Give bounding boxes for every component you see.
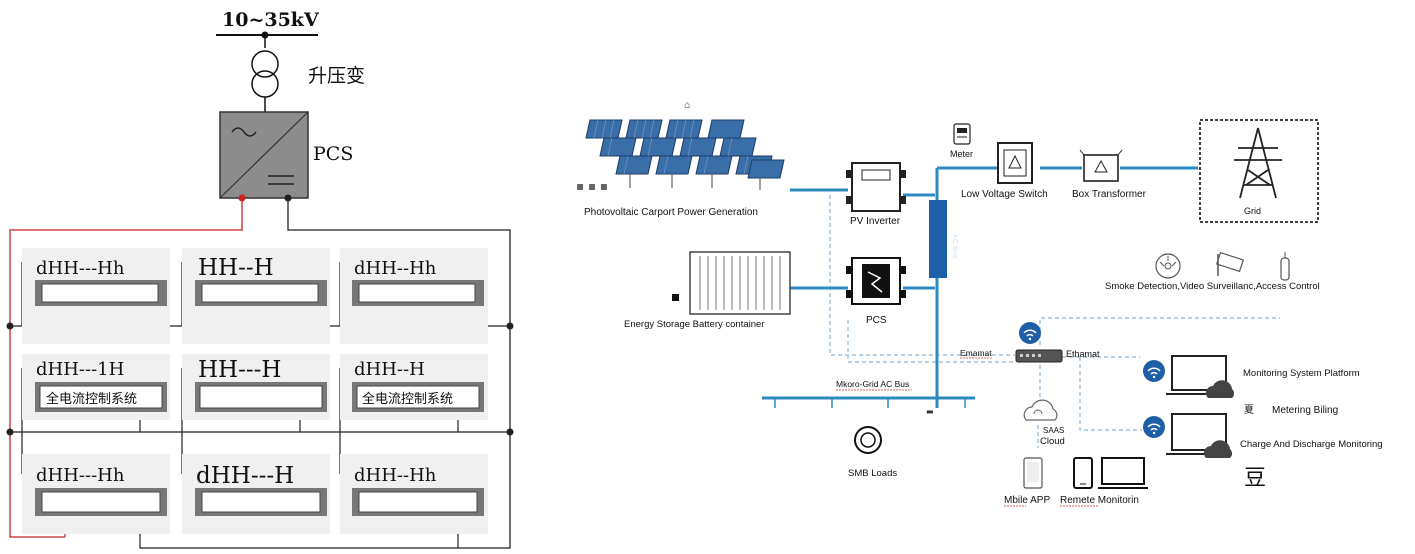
switch-icon	[997, 142, 1033, 184]
control-system-label: 全电流控制系统	[46, 391, 137, 407]
storage-label: Energy Storage Battery container	[624, 319, 764, 330]
battery-cluster-label: dHH---Hh	[36, 258, 125, 279]
battery-row-2: dHH---1H HH---H dHH--H 全电流控制系统 全电流控制系统	[22, 354, 488, 420]
ac-bus-vertical-label: AC Bus	[951, 234, 959, 259]
phone-icon	[1073, 457, 1093, 489]
pcs-icon	[219, 111, 309, 199]
camera-icon	[1215, 251, 1245, 276]
pcs-label: PCS	[313, 143, 353, 165]
laptop-icon	[1166, 355, 1235, 398]
cloud-icon	[1023, 399, 1058, 421]
microgrid-label: Mkoro-Grid AC Bus	[836, 379, 909, 389]
monitoring-platform-label: Monitoring System Platform	[1243, 368, 1360, 379]
negative-wire	[287, 198, 511, 549]
laptop-icon	[1166, 413, 1233, 458]
bottom-mark: 豆	[1244, 466, 1266, 491]
battery-module-icon	[35, 382, 167, 412]
battery-cluster-label: dHH---1H	[36, 359, 124, 380]
grid-box	[1199, 119, 1319, 223]
svg-text:⌂: ⌂	[684, 100, 690, 111]
saas-label: SAAS	[1043, 426, 1064, 435]
load-icon	[854, 426, 882, 454]
battery-module-icon	[35, 488, 167, 516]
box-transformer-label: Box Transformer	[1072, 189, 1147, 200]
right-diagram: AC Bus	[576, 100, 1383, 507]
laptop-icon	[1098, 457, 1148, 489]
battery-module-icon	[352, 382, 484, 412]
ethernet-right-label: Ethamat	[1066, 349, 1100, 359]
loads-label: SMB Loads	[848, 468, 897, 479]
control-system-label: 全电流控制系统	[362, 391, 453, 407]
pcs-label: PCS	[866, 315, 887, 326]
wifi-icon	[1143, 360, 1165, 382]
wifi-icon	[1019, 322, 1041, 344]
power-lines	[762, 166, 1198, 408]
ac-bus-bar	[929, 200, 947, 278]
battery-module-icon	[195, 382, 327, 412]
battery-row-3: dHH---Hh dHH---H dHH--Hh	[22, 454, 488, 534]
access-control-icon	[1280, 252, 1290, 281]
remote-label: Remete Monitorin	[1060, 495, 1139, 506]
battery-cluster-label: dHH---Hh	[36, 465, 125, 486]
battery-module-icon	[195, 280, 327, 306]
battery-cluster-label: HH---H	[198, 357, 282, 383]
meter-icon	[953, 123, 971, 145]
battery-cluster-label: HH--H	[198, 255, 274, 281]
phone-icon	[1023, 457, 1043, 489]
battery-container-icon	[672, 251, 791, 315]
smoke-detector-icon	[1155, 253, 1181, 279]
battery-module-icon	[352, 488, 484, 516]
pylon-icon	[1234, 127, 1282, 199]
charge-label: Charge And Discharge Monitoring	[1240, 439, 1383, 450]
transformer-label: 升压变	[308, 65, 365, 87]
positive-wire	[9, 198, 243, 538]
microgrid-tick-mark: ▬	[926, 407, 934, 416]
battery-cluster-label: dHH--Hh	[354, 258, 437, 279]
svg-text:▪ ▪ ▪: ▪ ▪ ▪	[576, 179, 608, 193]
battery-row-1: dHH---Hh HH--H dHH--Hh	[22, 248, 488, 344]
wifi-icon	[1143, 416, 1165, 438]
ethernet-left-label: Emamat	[960, 348, 992, 358]
left-diagram: 10~35kV 升压变 PCS	[6, 9, 514, 549]
low-voltage-switch-label: Low Voltage Switch	[961, 189, 1048, 200]
transformer-icon	[251, 50, 279, 98]
hv-node	[261, 31, 269, 39]
pv-inverter-label: PV Inverter	[850, 216, 901, 227]
transformer-icon	[1079, 149, 1123, 182]
voltage-label: 10~35kV	[222, 9, 320, 31]
metering-mark: 夏	[1244, 404, 1254, 416]
router-icon	[1015, 349, 1063, 363]
inverter-icon	[846, 162, 906, 212]
battery-module-icon	[35, 280, 167, 306]
pv-label: Photovoltaic Carport Power Generation	[584, 207, 758, 218]
metering-label: Metering Biling	[1272, 405, 1338, 416]
battery-module-icon	[352, 280, 484, 306]
meter-label: Meter	[950, 149, 973, 159]
battery-cluster-label: dHH--Hh	[354, 465, 437, 486]
pcs-icon	[846, 257, 906, 305]
cloud-label: Cloud	[1040, 436, 1065, 447]
microgrid-drops	[774, 398, 966, 408]
battery-cluster-label: dHH--H	[354, 359, 425, 380]
grid-label: Grid	[1244, 206, 1261, 216]
solar-panel-icon: ▪ ▪ ▪ ⌂	[576, 100, 785, 193]
battery-module-icon	[195, 488, 327, 516]
battery-cluster-label: dHH---H	[196, 463, 294, 489]
security-label: Smoke Detection,Video Surveillanc,Access…	[1105, 281, 1320, 292]
mobile-app-label: Mbile APP	[1004, 495, 1050, 506]
